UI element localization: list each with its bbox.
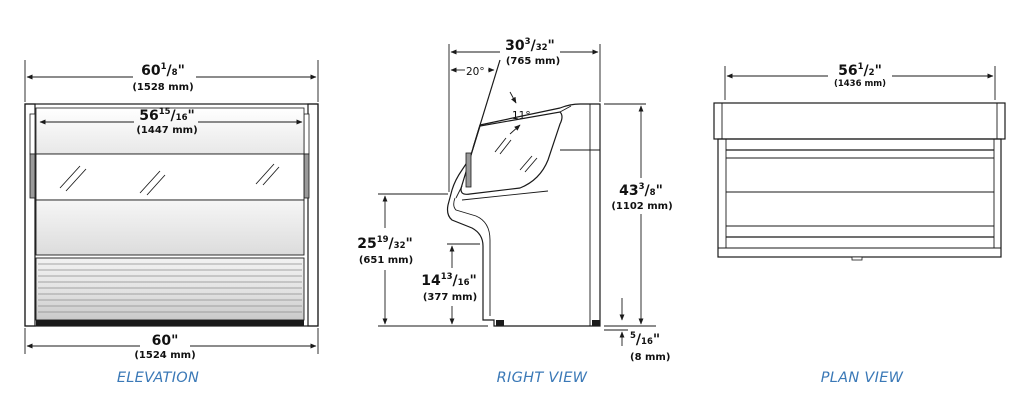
elevation-view: 601/8" (1528 mm) bbox=[24, 60, 319, 386]
elevation-base-width-label: 60" bbox=[152, 333, 179, 349]
right-view-knee-height-mm: (377 mm) bbox=[423, 292, 477, 303]
right-view-height-label: 433/8" bbox=[619, 182, 663, 199]
right-view-profile bbox=[446, 103, 601, 327]
right-view: 303/32" (765 mm) 20° 11° bbox=[357, 37, 672, 386]
glass-angle-20: 20° bbox=[450, 59, 501, 149]
plan-view-outline bbox=[713, 102, 1006, 261]
plan-view-caption: PLAN VIEW bbox=[821, 370, 904, 386]
glass-reflection-marks bbox=[59, 163, 280, 196]
elevation-overall-width-label: 601/8" bbox=[141, 62, 185, 79]
elevation-base-width-mm: (1524 mm) bbox=[134, 350, 195, 361]
right-view-counter-height-dimension: 2519/32" (651 mm) bbox=[357, 193, 488, 327]
right-view-depth-label: 303/32" bbox=[505, 37, 555, 54]
right-view-height-dimension: 433/8" (1102 mm) bbox=[604, 103, 673, 327]
plan-view-width-dimension: 561/2" (1436 mm) bbox=[724, 62, 996, 100]
elevation-inner-width-mm: (1447 mm) bbox=[136, 125, 197, 136]
right-view-counter-height-mm: (651 mm) bbox=[359, 255, 413, 266]
plan-view-width-mm: (1436 mm) bbox=[834, 79, 886, 89]
right-glass-end bbox=[303, 153, 310, 199]
elevation-caption: ELEVATION bbox=[117, 370, 199, 386]
right-view-height-mm: (1102 mm) bbox=[611, 201, 672, 212]
plan-view: 561/2" (1436 mm) PLAN VIEW bbox=[713, 62, 1006, 386]
right-view-leg-label: 5/16" bbox=[630, 331, 660, 348]
toe-kick bbox=[36, 320, 304, 326]
elevation-inner-width-label: 5615/16" bbox=[139, 107, 195, 124]
elevation-overall-width-mm: (1528 mm) bbox=[132, 82, 193, 93]
elevation-case bbox=[24, 103, 319, 327]
top-angle-11: 11° bbox=[509, 91, 531, 135]
right-view-depth-dimension: 303/32" (765 mm) bbox=[448, 37, 601, 192]
right-view-knee-height-dimension: 1413/16" (377 mm) bbox=[421, 243, 480, 325]
elevation-base-width-dimension: 60" (1524 mm) bbox=[24, 328, 319, 361]
left-glass-end bbox=[29, 153, 36, 199]
roll-up-door bbox=[35, 257, 305, 321]
elevation-overall-width-dimension: 601/8" (1528 mm) bbox=[24, 60, 319, 102]
angle-20-label: 20° bbox=[466, 66, 485, 78]
plan-view-width-label: 561/2" bbox=[838, 62, 882, 79]
right-view-caption: RIGHT VIEW bbox=[497, 370, 588, 386]
elevation-inner-width-dimension: 5615/16" (1447 mm) bbox=[39, 107, 303, 136]
right-view-leg-dimension: 5/16" (8 mm) bbox=[604, 298, 670, 363]
right-view-depth-mm: (765 mm) bbox=[506, 56, 560, 67]
right-view-counter-height-label: 2519/32" bbox=[357, 235, 413, 252]
right-view-leg-mm: (8 mm) bbox=[630, 352, 670, 363]
right-view-knee-height-label: 1413/16" bbox=[421, 272, 477, 289]
